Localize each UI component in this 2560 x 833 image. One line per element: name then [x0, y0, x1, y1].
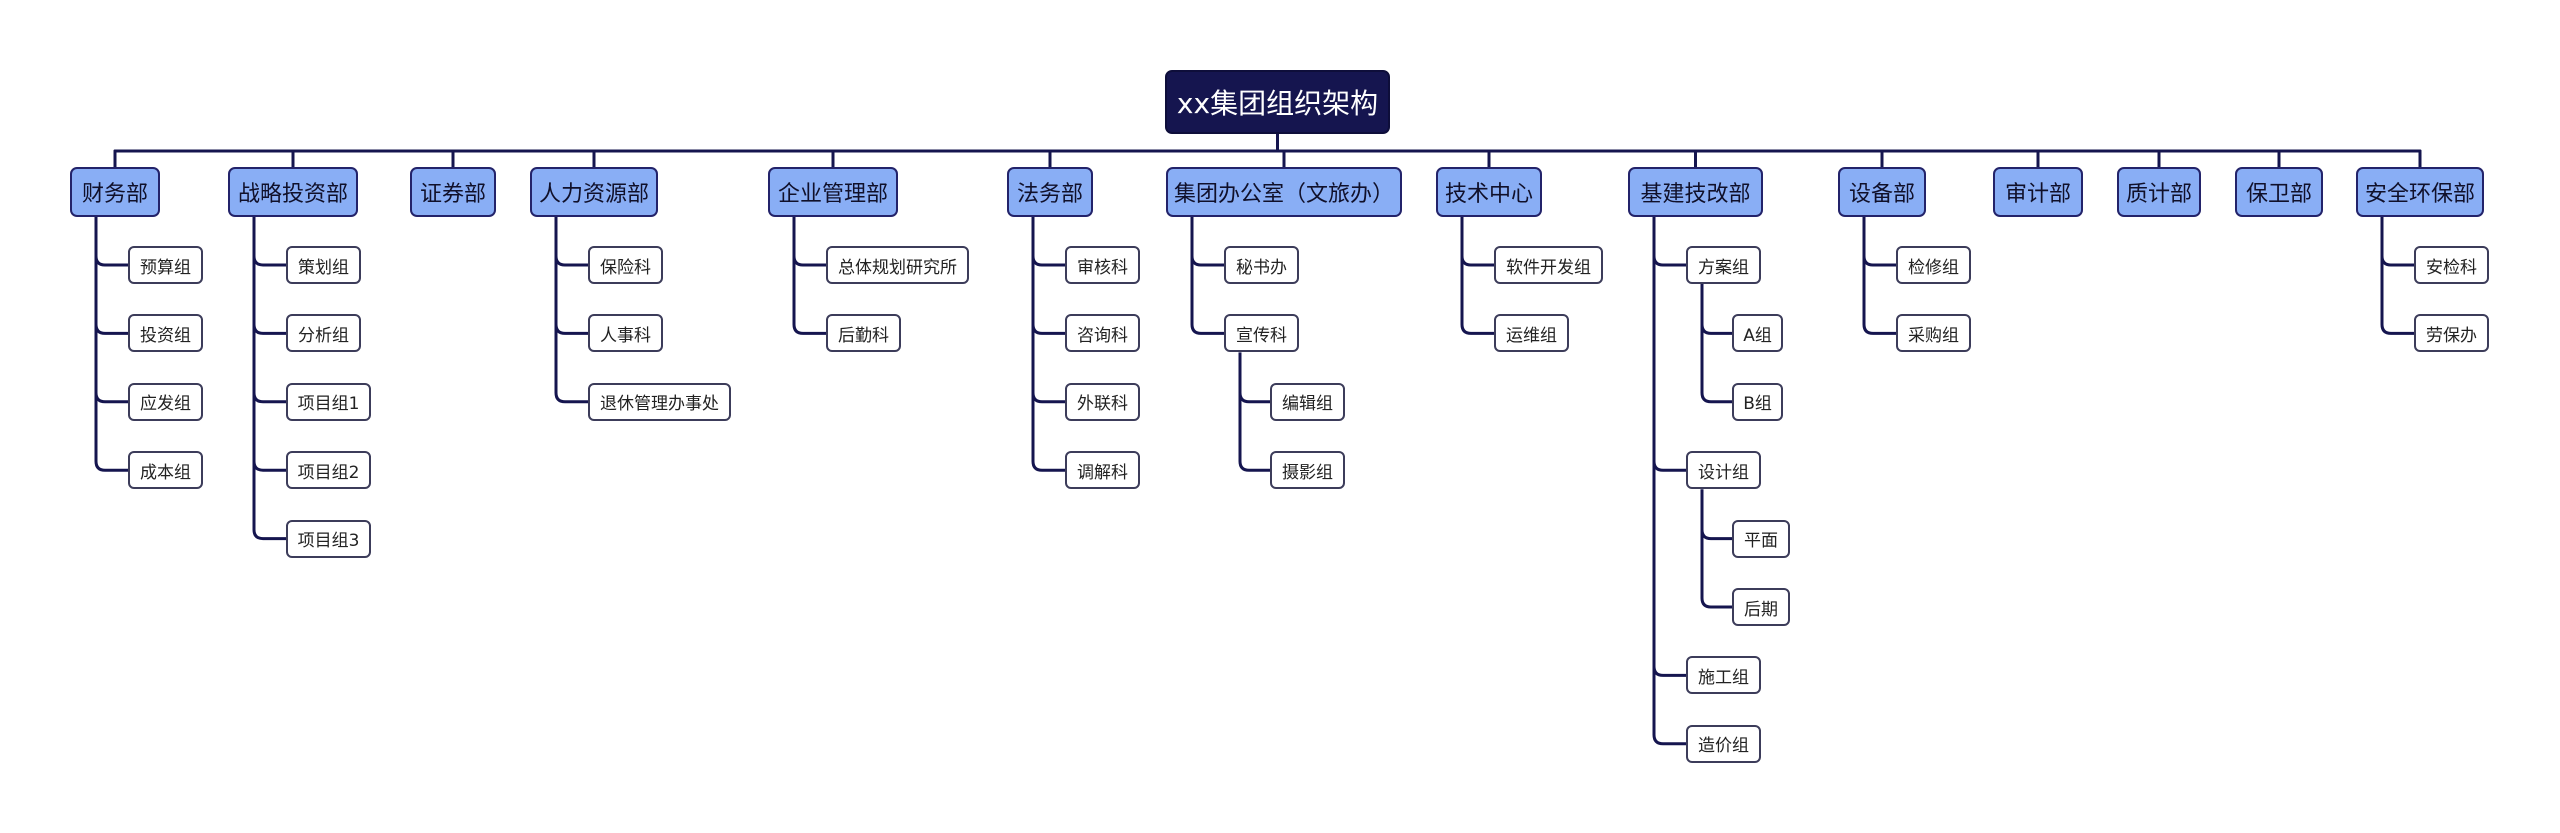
subunit-node[interactable]: 秘书办	[1224, 246, 1299, 284]
connector-elbow	[252, 392, 286, 472]
connector-elbow	[554, 256, 588, 335]
connector-elbow	[1190, 256, 1224, 335]
subunit-node[interactable]: 咨询科	[1065, 314, 1140, 353]
dept-node[interactable]: 基建技改部	[1628, 167, 1763, 217]
connector-elbow	[1700, 489, 1732, 541]
connector-elbow	[792, 217, 826, 267]
subunit-node[interactable]: 施工组	[1686, 656, 1761, 695]
subunit-node[interactable]: 人事科	[588, 314, 663, 353]
subunit-node[interactable]: 劳保办	[2414, 314, 2489, 353]
connector-elbow	[94, 324, 128, 404]
subunit-node[interactable]: 检修组	[1896, 246, 1971, 284]
dept-node[interactable]: 财务部	[70, 167, 160, 217]
dept-node[interactable]: 法务部	[1007, 167, 1093, 217]
subunit-node[interactable]: 采购组	[1896, 314, 1971, 353]
subunit-node[interactable]: 预算组	[128, 246, 203, 284]
subunit-node[interactable]: 安检科	[2414, 246, 2489, 284]
connector-elbow	[94, 392, 128, 472]
connector-elbow	[554, 217, 588, 267]
subunit-node[interactable]: 成本组	[128, 451, 203, 490]
dept-node[interactable]: 人力资源部	[530, 167, 658, 217]
subunit-node[interactable]: 调解科	[1065, 451, 1140, 490]
connector-elbow	[1460, 256, 1494, 335]
connector-elbow	[252, 461, 286, 541]
subunit-node[interactable]: 外联科	[1065, 382, 1140, 421]
connector-elbow	[792, 256, 826, 335]
connector-elbow	[94, 256, 128, 335]
subunit-node[interactable]: 后勤科	[826, 314, 901, 353]
connector-elbow	[1652, 256, 1686, 472]
dept-node[interactable]: 证券部	[410, 167, 496, 217]
subunit-node[interactable]: 软件开发组	[1494, 246, 1603, 284]
connector-elbow	[1700, 324, 1732, 404]
connector-elbow	[252, 324, 286, 404]
team-node[interactable]: 编辑组	[1270, 382, 1345, 421]
dept-node[interactable]: 设备部	[1838, 167, 1926, 217]
connector-elbow	[1700, 284, 1732, 335]
connector-elbow	[252, 217, 286, 267]
dept-node[interactable]: 集团办公室（文旅办）	[1166, 167, 1402, 217]
subunit-node[interactable]: 保险科	[588, 246, 663, 284]
connector-elbow	[1460, 217, 1494, 267]
connector-elbow	[1190, 217, 1224, 267]
connector-elbow	[554, 324, 588, 404]
root-node[interactable]: xx集团组织架构	[1165, 70, 1390, 134]
connector-elbow	[94, 217, 128, 267]
dept-node[interactable]: 质计部	[2117, 167, 2201, 217]
subunit-node[interactable]: 审核科	[1065, 246, 1140, 284]
connector-elbow	[1652, 666, 1686, 746]
team-node[interactable]: B组	[1732, 382, 1784, 421]
connector-elbow	[1031, 324, 1065, 404]
subunit-node[interactable]: 宣传科	[1224, 314, 1299, 353]
subunit-node[interactable]: 运维组	[1494, 314, 1569, 353]
subunit-node[interactable]: 投资组	[128, 314, 203, 353]
team-node[interactable]: 后期	[1732, 588, 1790, 626]
team-node[interactable]: A组	[1732, 314, 1784, 353]
subunit-node[interactable]: 项目组1	[286, 382, 372, 421]
connector-elbow	[1238, 392, 1270, 472]
connector-elbow	[252, 256, 286, 335]
team-node[interactable]: 摄影组	[1270, 451, 1345, 490]
subunit-node[interactable]: 退休管理办事处	[588, 382, 731, 421]
connector-elbow	[1652, 461, 1686, 677]
dept-node[interactable]: 企业管理部	[768, 167, 898, 217]
subunit-node[interactable]: 策划组	[286, 246, 361, 284]
dept-node[interactable]: 技术中心	[1436, 167, 1542, 217]
connector-elbow	[1862, 217, 1896, 267]
connector-elbow	[1031, 217, 1065, 267]
subunit-node[interactable]: 项目组2	[286, 451, 372, 490]
connector-elbow	[2380, 256, 2414, 335]
subunit-node[interactable]: 设计组	[1686, 451, 1761, 490]
connector-elbow	[1031, 256, 1065, 335]
subunit-node[interactable]: 总体规划研究所	[826, 246, 969, 284]
dept-node[interactable]: 安全环保部	[2356, 167, 2484, 217]
connector-elbow	[1700, 529, 1732, 609]
connector-elbow	[1652, 217, 1686, 267]
connector-elbow	[1031, 392, 1065, 472]
subunit-node[interactable]: 方案组	[1686, 246, 1761, 284]
dept-node[interactable]: 战略投资部	[228, 167, 358, 217]
team-node[interactable]: 平面	[1732, 519, 1790, 558]
connector-elbow	[1862, 256, 1896, 335]
subunit-node[interactable]: 项目组3	[286, 519, 372, 558]
dept-node[interactable]: 审计部	[1993, 167, 2083, 217]
connector-elbow	[2380, 217, 2414, 267]
subunit-node[interactable]: 应发组	[128, 382, 203, 421]
connector-elbow	[1238, 352, 1270, 404]
subunit-node[interactable]: 造价组	[1686, 724, 1761, 763]
dept-node[interactable]: 保卫部	[2235, 167, 2323, 217]
subunit-node[interactable]: 分析组	[286, 314, 361, 353]
